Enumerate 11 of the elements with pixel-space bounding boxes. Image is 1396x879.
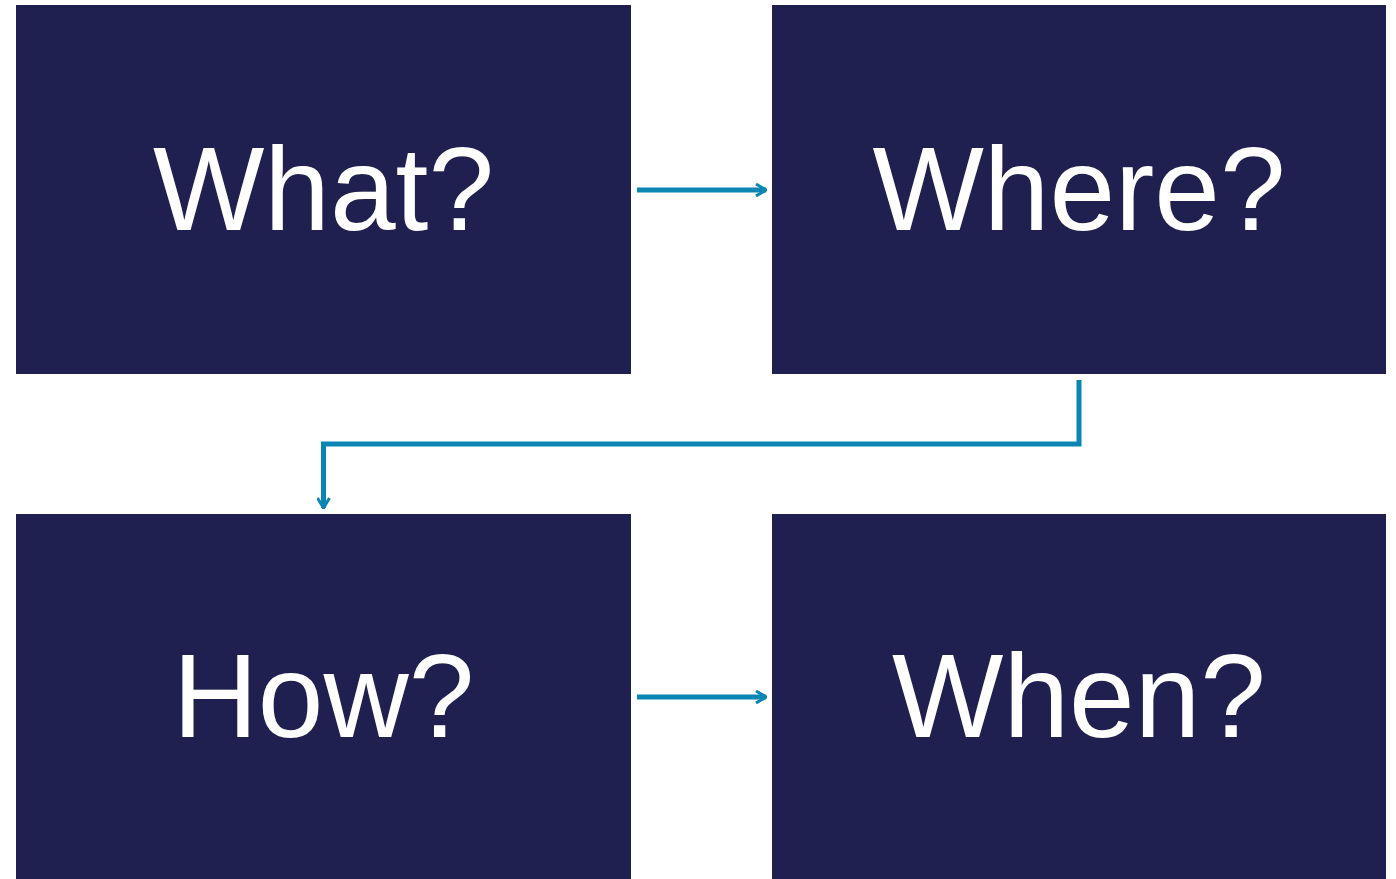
arrow [637, 182, 768, 198]
question-text: When? [892, 631, 1266, 762]
question-box [772, 514, 1386, 879]
question-text: How? [172, 631, 475, 762]
question-box [16, 514, 631, 879]
arrow [316, 380, 1082, 510]
question-text: Where? [872, 124, 1286, 255]
question-text: What? [152, 124, 494, 255]
arrow [637, 689, 768, 705]
question-box [772, 5, 1386, 374]
question-box [16, 5, 631, 374]
